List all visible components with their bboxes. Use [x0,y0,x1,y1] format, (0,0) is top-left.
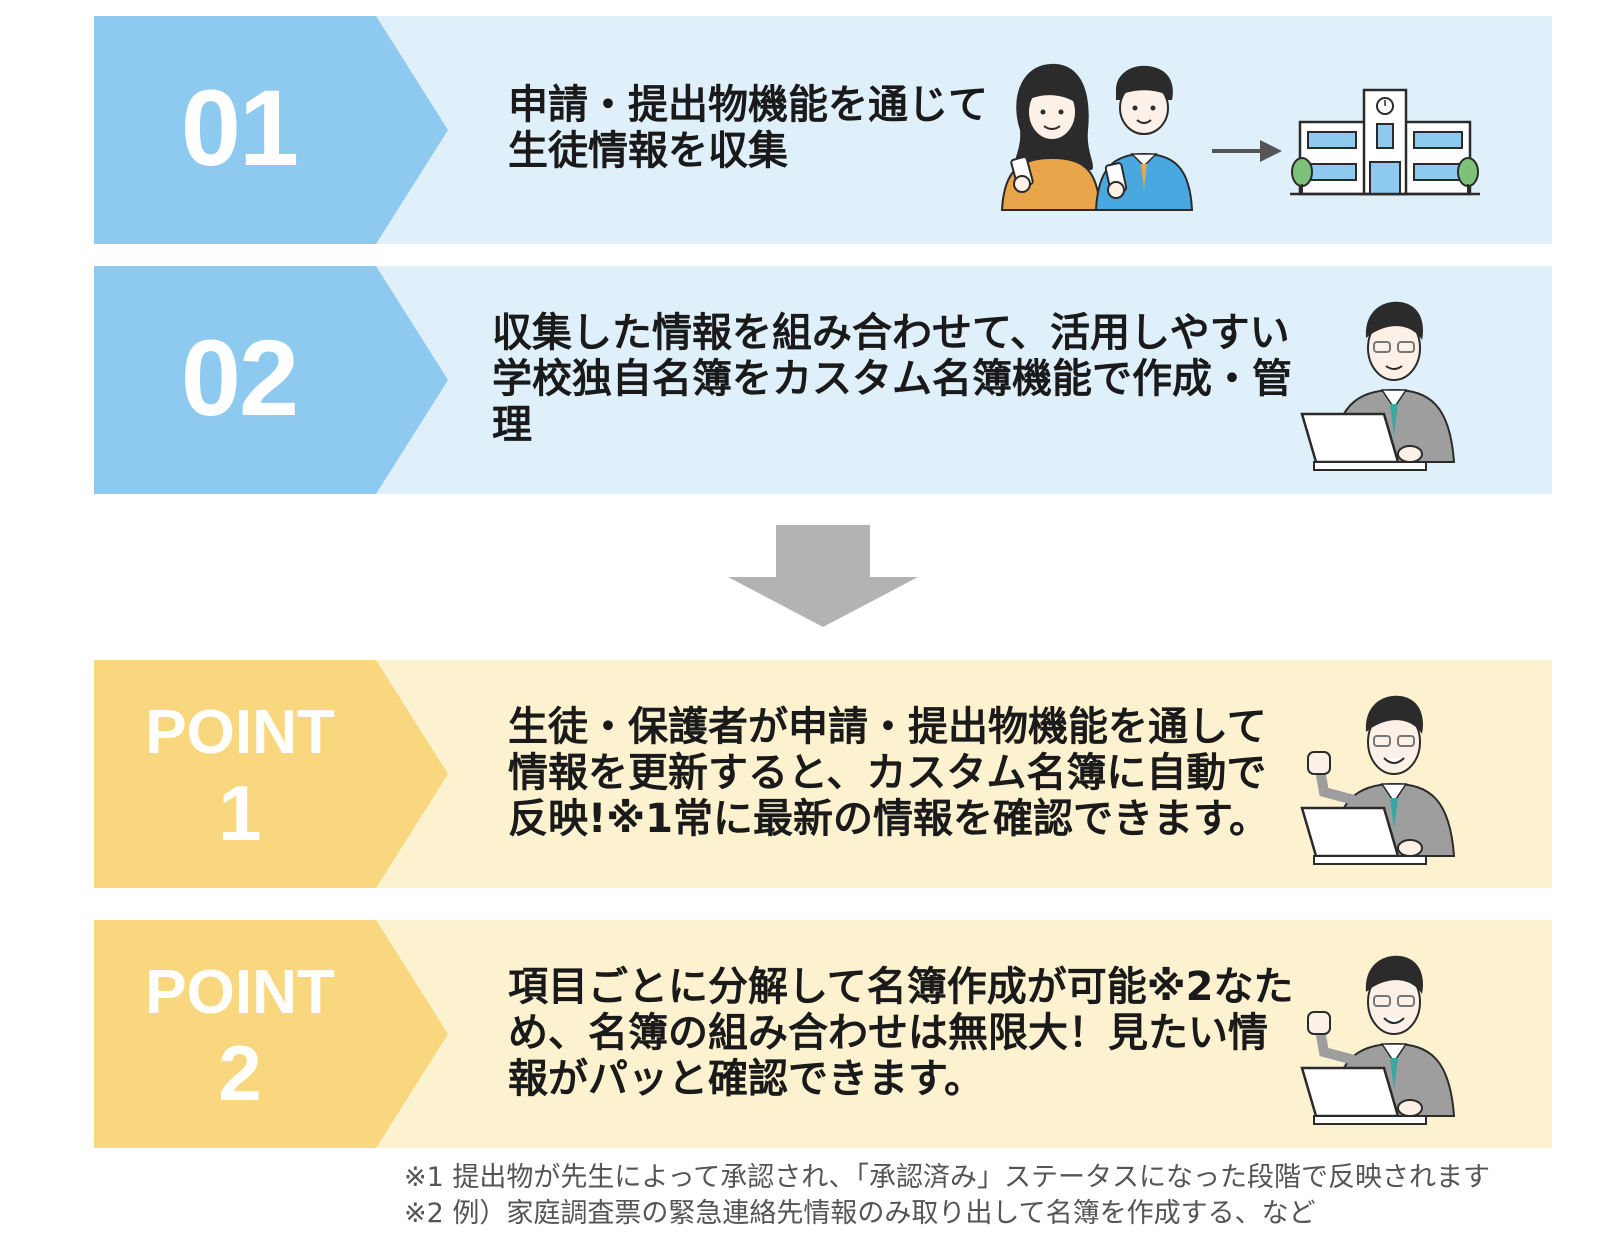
point-label: POINT 2 [145,958,335,1117]
man-laptop-icon [1300,301,1456,471]
step-description: 収集した情報を組み合わせて、活用しやすい 学校独自名簿をカスタム名簿機能で作成・… [492,310,1292,448]
point-row-1: POINT 1 生徒・保護者が申請・提出物機能を通して 情報を更新すると、カスタ… [94,660,1552,888]
step-number: 01 [180,67,299,188]
man-laptop-fist-icon [1300,695,1456,865]
point-tab-1: POINT 1 [94,660,454,888]
step-row-02: 02 収集した情報を組み合わせて、活用しやすい 学校独自名簿をカスタム名簿機能で… [94,266,1552,494]
footnotes: ※1 提出物が先生によって承認され、「承認済み」ステータスになった段階で反映され… [404,1160,1490,1232]
chevron-tab-shape [94,266,448,494]
step-number: 02 [180,317,299,438]
school-building-icon [1290,88,1480,196]
down-arrow-icon [728,525,918,627]
point-tab-2: POINT 2 [94,920,454,1148]
step-tab-02: 02 [94,266,454,494]
chevron-tab-shape [94,920,448,1148]
chevron-tab-shape [94,660,448,888]
footnote-1: ※1 提出物が先生によって承認され、「承認済み」ステータスになった段階で反映され… [404,1162,1490,1193]
right-arrow-icon [1212,140,1282,162]
parent-student-smartphone-icon [1000,63,1194,211]
step-row-01: 01 申請・提出物機能を通じて 生徒情報を収集 [94,16,1552,244]
point-row-2: POINT 2 項目ごとに分解して名簿作成が可能※2なた め、名簿の組み合わせは… [94,920,1552,1148]
step-tab-01: 01 [94,16,454,244]
step-description: 申請・提出物機能を通じて 生徒情報を収集 [508,82,988,174]
point-label: POINT 1 [145,698,335,857]
chevron-tab-shape [94,16,448,244]
point-description: 生徒・保護者が申請・提出物機能を通して 情報を更新すると、カスタム名簿に自動で … [508,704,1269,842]
point-description: 項目ごとに分解して名簿作成が可能※2なた め、名簿の組み合わせは無限大！見たい情… [508,964,1294,1102]
man-laptop-fist-icon [1300,955,1456,1125]
footnote-2: ※2 例）家庭調査票の緊急連絡先情報のみ取り出して名簿を作成する、など [404,1198,1316,1229]
